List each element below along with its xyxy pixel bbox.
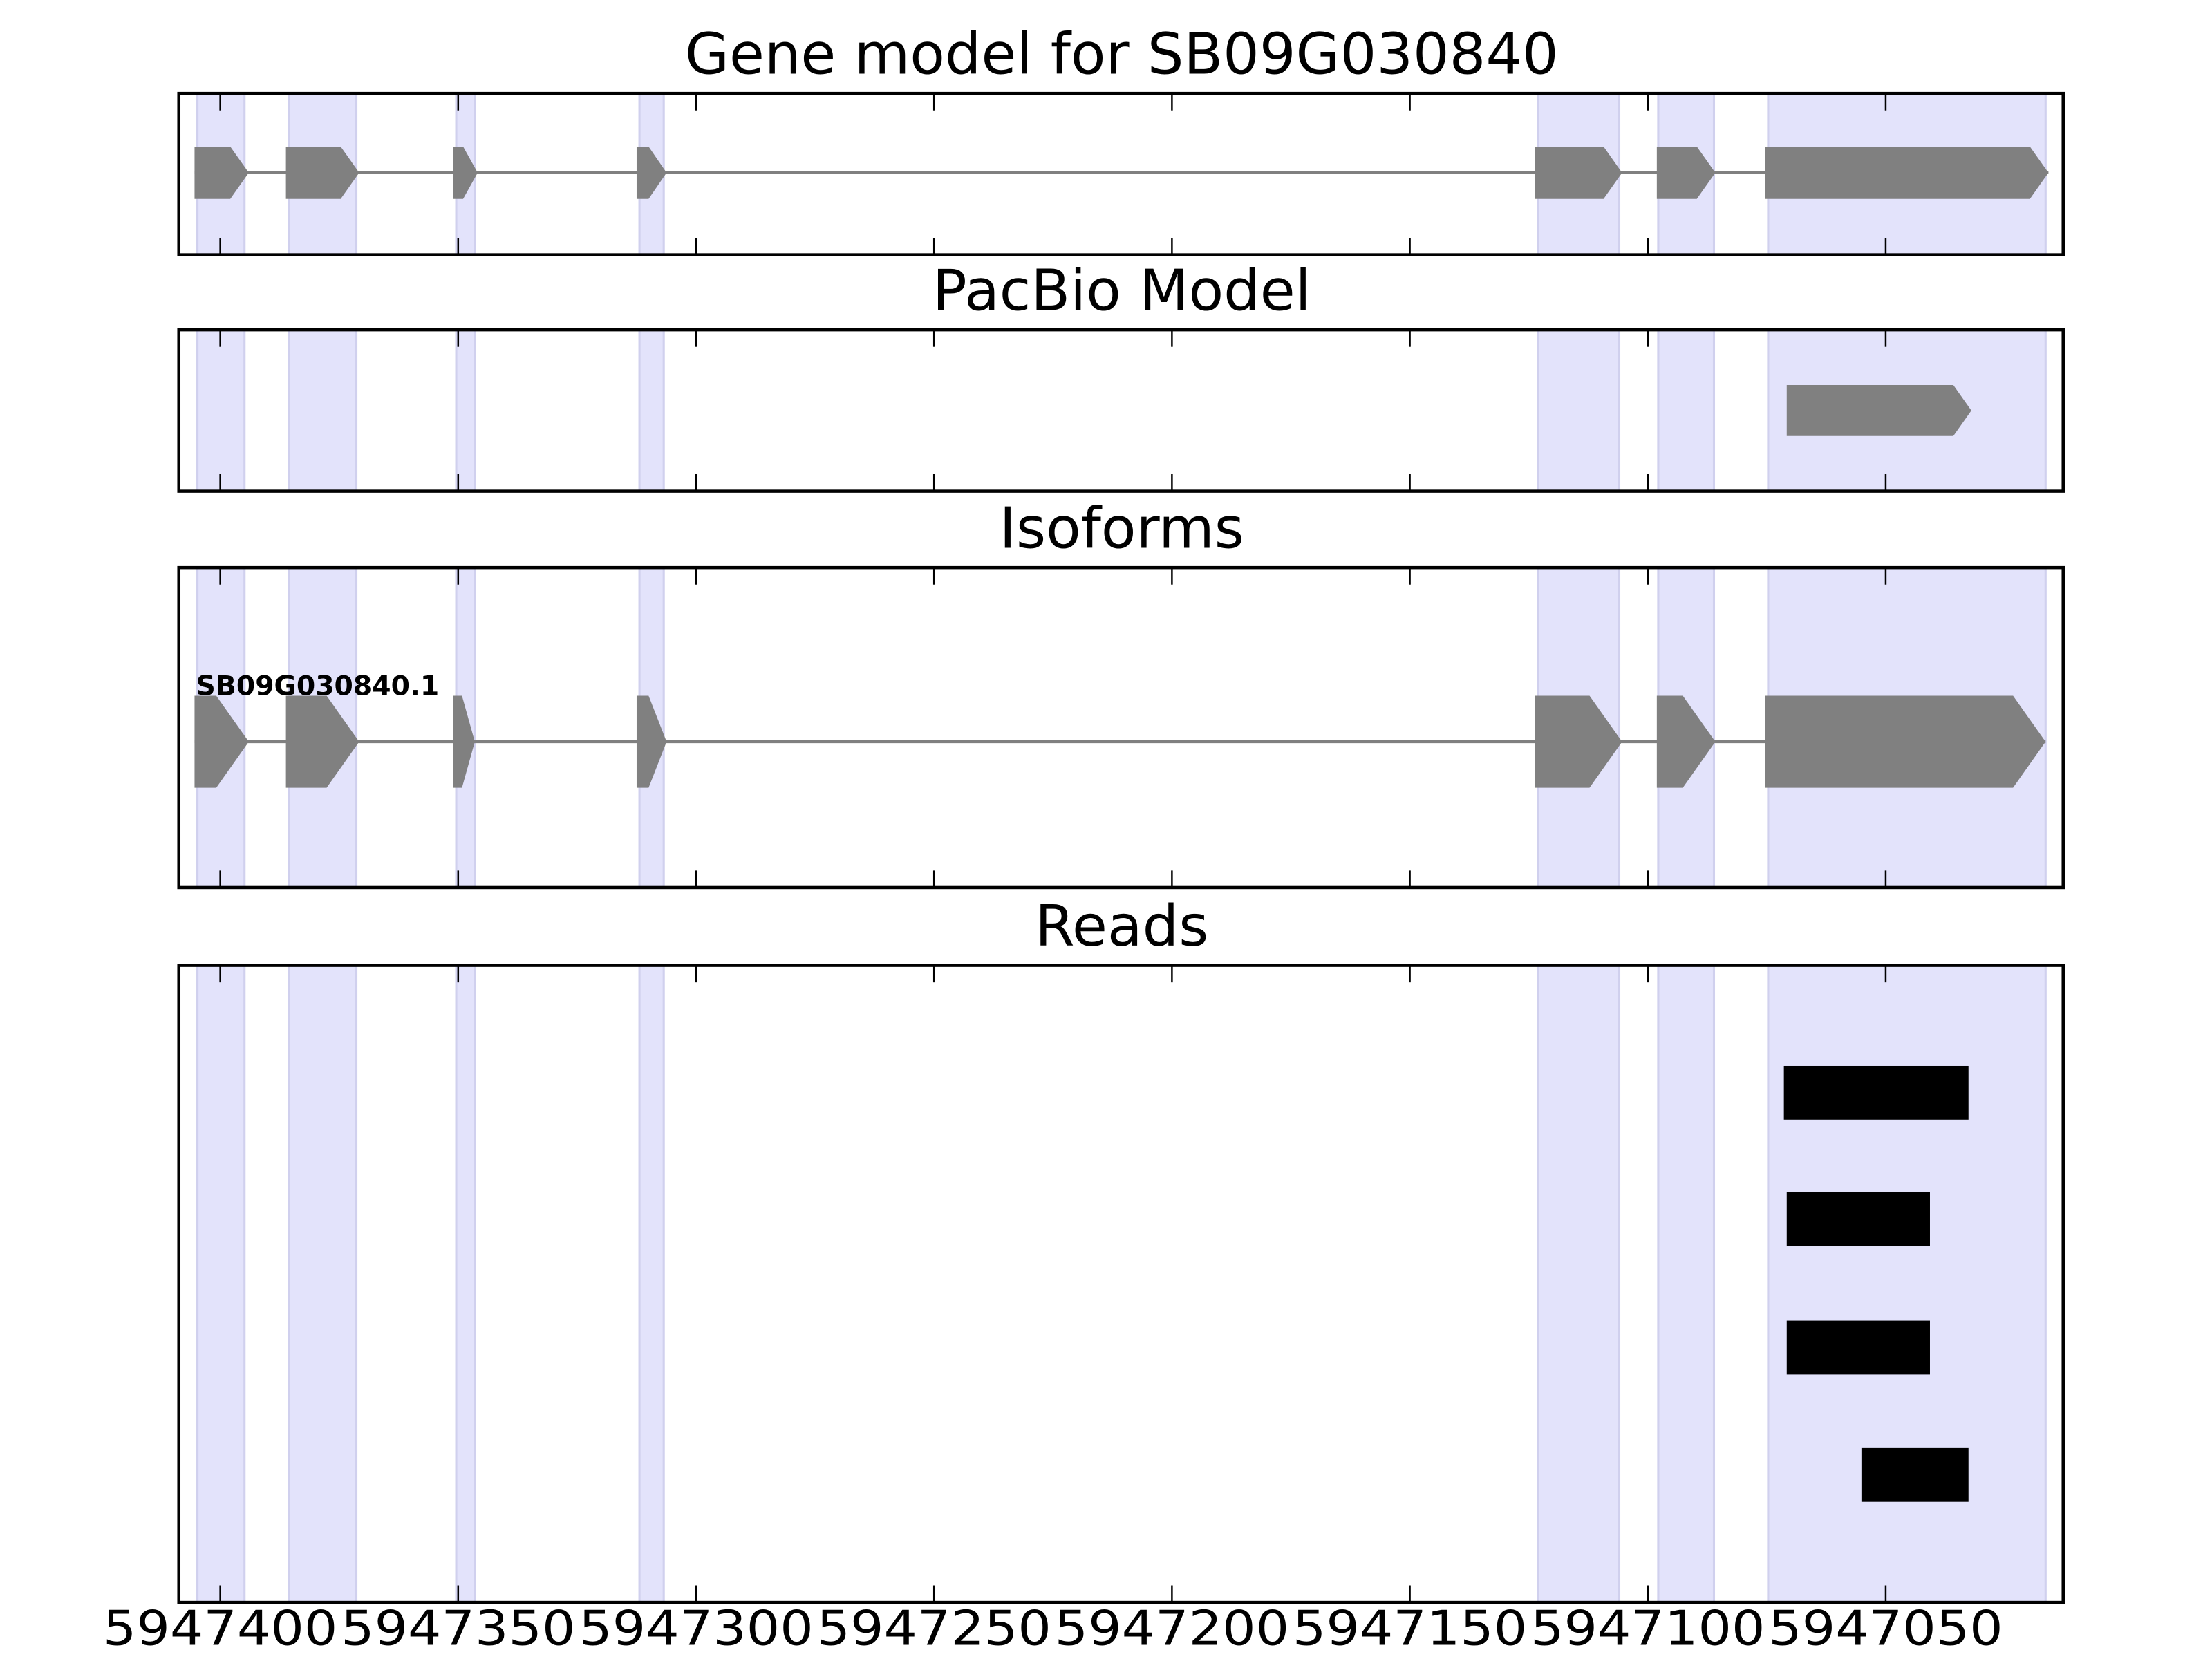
exon-shade bbox=[288, 964, 358, 1604]
panel-reads bbox=[177, 964, 2065, 1604]
panel-gene bbox=[177, 91, 2065, 256]
exon-shade bbox=[455, 328, 476, 493]
exon-shade bbox=[288, 328, 358, 493]
x-tick-label: 5947100 bbox=[1530, 1600, 1765, 1657]
exon bbox=[1765, 695, 2046, 788]
x-tick-label: 5947200 bbox=[1055, 1600, 1289, 1657]
isoform-label: SB09G030840.1 bbox=[196, 671, 440, 702]
axes-frame bbox=[177, 565, 2065, 890]
exon-shade bbox=[1537, 964, 1621, 1604]
read bbox=[1783, 1065, 1969, 1120]
panel-isoform bbox=[177, 565, 2065, 890]
axes-frame bbox=[177, 328, 2065, 493]
axes-frame bbox=[177, 91, 2065, 256]
panel-title-isoforms: Isoforms bbox=[1000, 496, 1244, 561]
exon bbox=[194, 695, 249, 788]
panel-title-pacbio: PacBio Model bbox=[932, 259, 1311, 324]
exon bbox=[1535, 146, 1622, 199]
x-tick-label: 5947300 bbox=[579, 1600, 813, 1657]
exon-shade bbox=[1657, 964, 1716, 1604]
panel-title-reads: Reads bbox=[1035, 894, 1208, 959]
exon-shade bbox=[638, 328, 665, 493]
panel-title-gene-model: Gene model for SB09G030840 bbox=[685, 22, 1559, 87]
x-tick-label: 5947150 bbox=[1293, 1600, 1527, 1657]
exon-shade bbox=[1657, 328, 1716, 493]
exon bbox=[285, 146, 359, 199]
exon-shade bbox=[196, 328, 246, 493]
read bbox=[1861, 1447, 1969, 1502]
axes-frame bbox=[177, 964, 2065, 1604]
exon bbox=[1786, 384, 1971, 436]
exon-shade bbox=[455, 964, 476, 1604]
exon bbox=[1656, 146, 1716, 199]
read bbox=[1786, 1320, 1930, 1375]
read bbox=[1786, 1192, 1930, 1246]
exon bbox=[1765, 146, 2049, 199]
panel-pacbio bbox=[177, 328, 2065, 493]
exon bbox=[453, 695, 475, 788]
exon bbox=[194, 146, 249, 199]
exon-shade bbox=[196, 964, 246, 1604]
x-tick-label: 5947250 bbox=[816, 1600, 1051, 1657]
exon bbox=[636, 695, 667, 788]
exon-shade bbox=[638, 964, 665, 1604]
x-tick-label: 5947050 bbox=[1768, 1600, 2003, 1657]
exon-shade bbox=[1767, 964, 2047, 1604]
x-tick-label: 5947400 bbox=[103, 1600, 337, 1657]
x-tick-label: 5947350 bbox=[341, 1600, 575, 1657]
exon bbox=[1656, 695, 1716, 788]
exon bbox=[1535, 695, 1622, 788]
exon bbox=[453, 146, 478, 199]
exon-shade bbox=[1537, 328, 1621, 493]
exon bbox=[636, 146, 667, 199]
exon bbox=[285, 695, 359, 788]
